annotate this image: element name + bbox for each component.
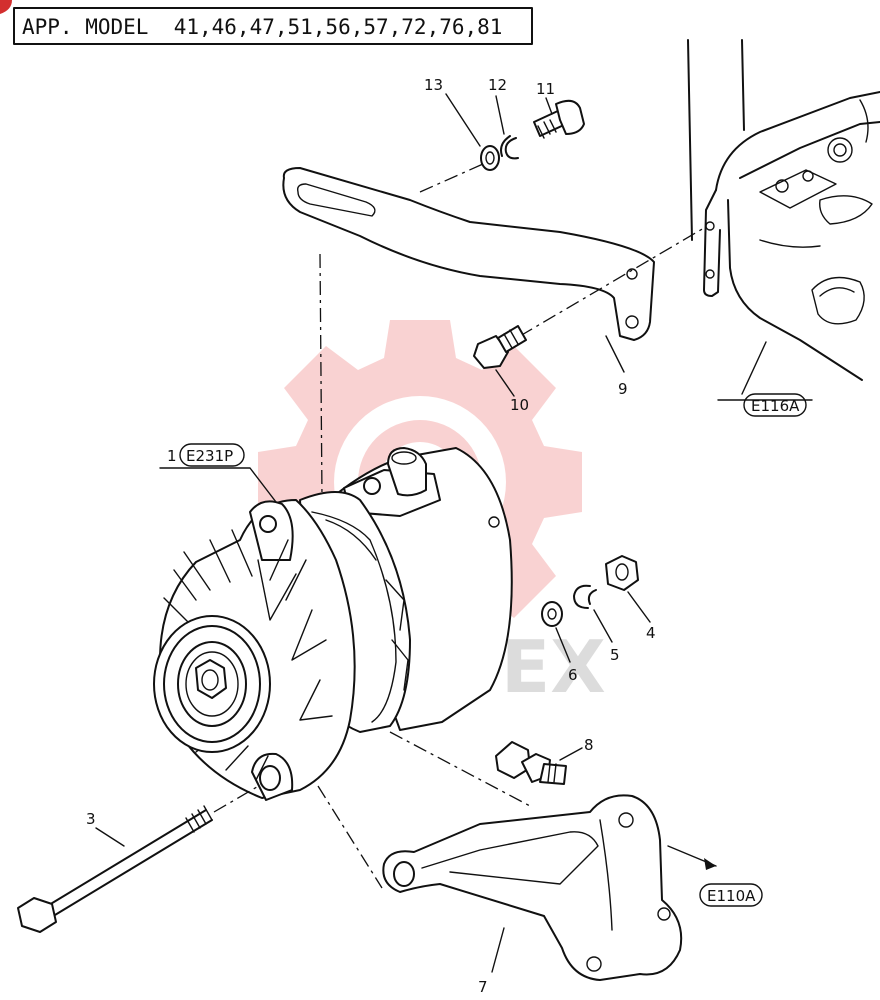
ref-label-e231p: E231P [186, 447, 233, 465]
ref-label-e110a: E110A [707, 887, 756, 905]
page-title: APP. MODEL 41,46,47,51,56,57,72,76,81 [22, 15, 502, 39]
part-label-7: 7 [478, 978, 488, 996]
part-label-3: 3 [86, 810, 96, 828]
ref-e116a: E116A [717, 393, 813, 417]
part-4-nut [605, 555, 639, 591]
part-11-bolt [533, 99, 585, 139]
part-label-6: 6 [568, 666, 578, 684]
part-9-bracket [282, 167, 655, 341]
part-label-9: 9 [618, 380, 628, 398]
corner-mark [0, 0, 12, 14]
part-10-bolt [473, 325, 527, 369]
part-12-lockwasher [500, 135, 519, 160]
part-1-alternator [153, 447, 513, 801]
part-label-10: 10 [510, 396, 529, 414]
part-label-4: 4 [646, 624, 656, 642]
part-7-bracket [382, 794, 683, 981]
part-label-11: 11 [536, 80, 555, 98]
part-13-washer [480, 145, 500, 171]
part-5-lockwasher [573, 584, 597, 609]
title-box: APP. MODEL 41,46,47,51,56,57,72,76,81 [13, 7, 533, 45]
part-6-washer [541, 601, 563, 627]
ref-e231p: E231P [159, 443, 277, 503]
part-label-8: 8 [584, 736, 594, 754]
cylinder-head [687, 39, 880, 381]
part-8-bolt [495, 741, 567, 785]
part-label-5: 5 [610, 646, 620, 664]
part-3-long-bolt [17, 805, 213, 933]
ref-label-e116a: E116A [751, 397, 800, 415]
part-label-1: 1 [167, 447, 177, 465]
part-label-12: 12 [488, 76, 507, 94]
ref-e110a: E110A [699, 883, 763, 907]
part-label-13: 13 [424, 76, 443, 94]
